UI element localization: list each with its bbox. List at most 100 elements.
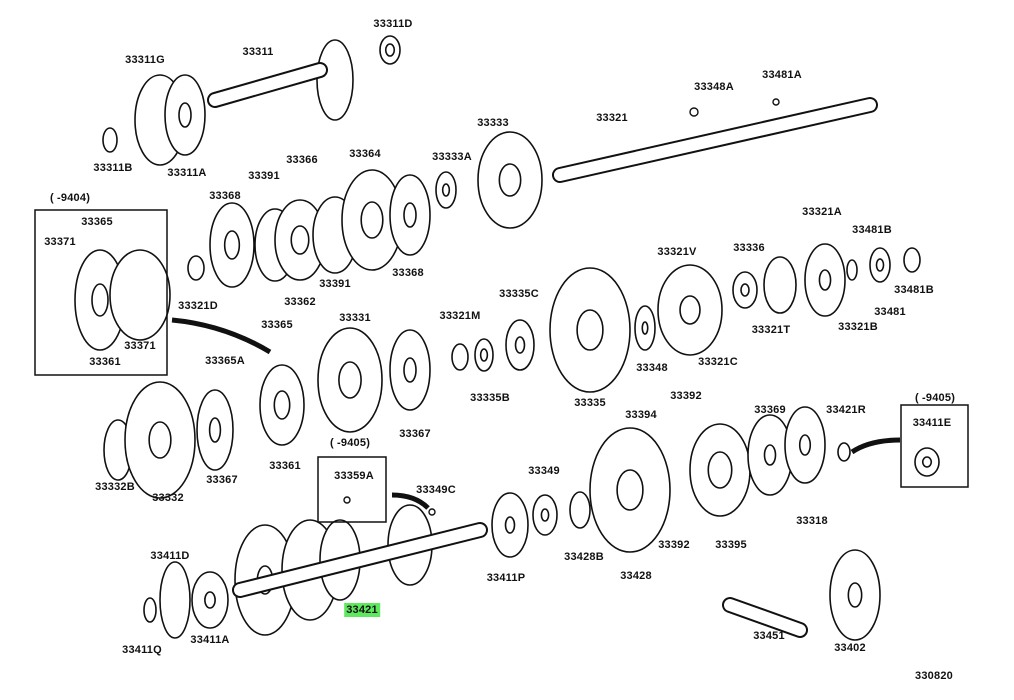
variant-box bbox=[34, 209, 168, 376]
variant-box bbox=[900, 404, 969, 488]
gear-bore bbox=[576, 309, 604, 351]
part-number-label[interactable]: 33361 bbox=[89, 356, 121, 368]
part-number-label[interactable]: 33335B bbox=[470, 392, 510, 404]
part-number-label[interactable]: 33311G bbox=[125, 54, 165, 66]
part-number-label[interactable]: 33321T bbox=[751, 324, 791, 336]
arrow-icon bbox=[391, 492, 430, 510]
part-number-label[interactable]: 33335C bbox=[499, 288, 539, 300]
part-number-label[interactable]: 33349C bbox=[416, 484, 456, 496]
gear-ring bbox=[187, 255, 205, 281]
part-number-label[interactable]: 33333A bbox=[432, 151, 472, 163]
part-number-label[interactable]: 33391 bbox=[248, 170, 280, 182]
part-number-label[interactable]: 33481B bbox=[894, 284, 934, 296]
gear-bore bbox=[403, 357, 417, 383]
part-number-label[interactable]: 33365 bbox=[261, 319, 293, 331]
part-number-label[interactable]: 33411D bbox=[150, 550, 190, 562]
part-number-label[interactable]: 33371 bbox=[44, 236, 76, 248]
part-number-label[interactable]: 33349 bbox=[528, 465, 560, 477]
gear-ring bbox=[837, 442, 851, 462]
part-number-label[interactable]: 33362 bbox=[284, 296, 316, 308]
part-number-label[interactable]: 33428 bbox=[620, 570, 652, 582]
gear-bore bbox=[847, 582, 863, 608]
part-number-label[interactable]: 33368 bbox=[209, 190, 241, 202]
part-number-label[interactable]: 33311A bbox=[167, 167, 207, 179]
part-number-label[interactable]: 33365 bbox=[81, 216, 113, 228]
part-number-label[interactable]: 33366 bbox=[286, 154, 318, 166]
gear-ring bbox=[846, 259, 858, 281]
part-number-label[interactable]: 33451 bbox=[753, 630, 785, 642]
part-number-label[interactable]: 33369 bbox=[754, 404, 786, 416]
part-number-label[interactable]: 33321B bbox=[838, 321, 878, 333]
gear-bore bbox=[360, 201, 384, 239]
part-number-label[interactable]: 33311 bbox=[242, 46, 274, 58]
part-number-label[interactable]: 33392 bbox=[670, 390, 702, 402]
gear-bore bbox=[208, 417, 222, 443]
gear-bore bbox=[338, 361, 362, 399]
ball bbox=[428, 508, 436, 516]
gear-bore bbox=[91, 283, 109, 317]
part-number-label[interactable]: 33321M bbox=[439, 310, 481, 322]
gear-bore bbox=[273, 390, 291, 420]
part-number-label[interactable]: 33411A bbox=[190, 634, 230, 646]
part-number-label[interactable]: 33481 bbox=[874, 306, 906, 318]
part-number-label[interactable]: 33311D bbox=[373, 18, 413, 30]
part-number-label[interactable]: 33411P bbox=[486, 572, 526, 584]
date-range-note: ( -9405) bbox=[329, 437, 371, 449]
part-number-label[interactable]: 33361 bbox=[269, 460, 301, 472]
shaft-body bbox=[234, 524, 486, 596]
part-number-label[interactable]: 33481A bbox=[762, 69, 802, 81]
gear-bore bbox=[290, 225, 310, 255]
gear-ring bbox=[316, 39, 354, 121]
gear-ring bbox=[109, 249, 171, 341]
part-number-label[interactable]: 33421R bbox=[826, 404, 866, 416]
part-number-label[interactable]: 33333 bbox=[477, 117, 509, 129]
part-number-label[interactable]: 33321 bbox=[596, 112, 628, 124]
part-number-label[interactable]: 33421 bbox=[344, 603, 380, 617]
part-number-label[interactable]: 33348A bbox=[694, 81, 734, 93]
part-number-label[interactable]: 33321C bbox=[698, 356, 738, 368]
date-range-note: ( -9405) bbox=[914, 392, 956, 404]
gear-bore bbox=[514, 336, 526, 354]
part-number-label[interactable]: 33411Q bbox=[122, 644, 162, 656]
pin bbox=[689, 107, 699, 117]
gear-bore bbox=[498, 163, 522, 197]
shaft-body bbox=[209, 64, 326, 106]
part-number-label[interactable]: 33335 bbox=[574, 397, 606, 409]
part-number-label[interactable]: 33402 bbox=[834, 642, 866, 654]
part-number-label[interactable]: 33348 bbox=[636, 362, 668, 374]
gear-ring bbox=[569, 491, 591, 529]
part-number-label[interactable]: 33392 bbox=[658, 539, 690, 551]
part-number-label[interactable]: 33321V bbox=[657, 246, 697, 258]
part-number-label[interactable]: 33365A bbox=[205, 355, 245, 367]
part-number-label[interactable]: 33321D bbox=[178, 300, 218, 312]
part-number-label[interactable]: 33371 bbox=[124, 340, 156, 352]
part-number-label[interactable]: 33367 bbox=[206, 474, 238, 486]
part-number-label[interactable]: 33318 bbox=[796, 515, 828, 527]
arrow-icon bbox=[171, 317, 272, 355]
part-number-label[interactable]: 33395 bbox=[715, 539, 747, 551]
gear-bore bbox=[178, 102, 192, 128]
part-number-label[interactable]: 33481B bbox=[852, 224, 892, 236]
part-number-label[interactable]: 33428B bbox=[564, 551, 604, 563]
gear-ring bbox=[763, 256, 797, 314]
part-number-label[interactable]: 33394 bbox=[625, 409, 657, 421]
shaft-body bbox=[554, 99, 876, 181]
part-number-label[interactable]: 33311B bbox=[93, 162, 133, 174]
part-number-label[interactable]: 33321A bbox=[802, 206, 842, 218]
part-number-label[interactable]: 33391 bbox=[319, 278, 351, 290]
gear-ring bbox=[451, 343, 469, 371]
part-number-label[interactable]: 33367 bbox=[399, 428, 431, 440]
part-number-label[interactable]: 33359A bbox=[334, 470, 374, 482]
arrow-icon bbox=[850, 437, 901, 455]
part-number-label[interactable]: 33411E bbox=[912, 417, 952, 429]
part-number-label[interactable]: 33331 bbox=[339, 312, 371, 324]
part-number-label[interactable]: 33336 bbox=[733, 242, 765, 254]
part-number-label[interactable]: 33368 bbox=[392, 267, 424, 279]
ball bbox=[343, 496, 351, 504]
ball bbox=[772, 98, 780, 106]
part-number-label[interactable]: 33332 bbox=[152, 492, 184, 504]
part-number-label[interactable]: 33332B bbox=[95, 481, 135, 493]
part-number-label[interactable]: 33364 bbox=[349, 148, 381, 160]
gear-ring bbox=[159, 561, 191, 639]
